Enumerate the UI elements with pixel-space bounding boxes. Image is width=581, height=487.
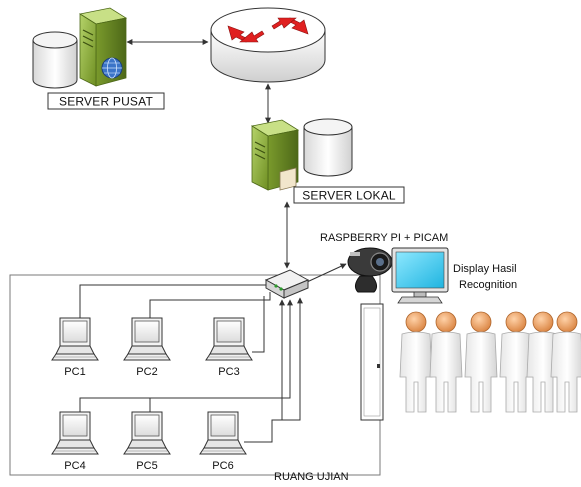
pc-3: PC3 — [205, 317, 253, 378]
globe-icon — [101, 57, 123, 79]
network-switch-icon — [264, 269, 310, 299]
person-icon — [399, 311, 433, 413]
ruang-ujian-label: RUANG UJIAN — [274, 471, 349, 483]
database-cylinder-icon — [303, 118, 353, 177]
raspberry-pi-label: RASPBERRY PI + PICAM — [320, 232, 448, 244]
door-icon — [360, 303, 384, 421]
person-icon — [429, 311, 463, 413]
pc-6: PC6 — [199, 411, 247, 472]
person-icon — [464, 311, 498, 413]
link-switch-camera — [306, 263, 347, 283]
people-queue — [399, 311, 581, 413]
server-pusat-label: SERVER PUSAT — [59, 95, 153, 109]
webcam-icon — [347, 247, 393, 293]
person-icon — [499, 311, 533, 413]
display-label-line1: Display Hasil — [453, 263, 517, 275]
server-lokal-group: SERVER LOKAL — [250, 118, 405, 204]
pc-label: PC6 — [212, 460, 233, 472]
pc-label: PC1 — [64, 366, 85, 378]
server-lokal-label: SERVER LOKAL — [302, 189, 396, 203]
pc-2: PC2 — [123, 317, 171, 378]
database-cylinder-icon — [32, 31, 78, 89]
person-icon — [550, 311, 581, 413]
monitor-icon — [391, 247, 449, 304]
pc-1: PC1 — [51, 317, 99, 378]
pc-wiring — [79, 284, 303, 443]
pc-label: PC3 — [218, 366, 239, 378]
pc-label: PC4 — [64, 460, 85, 472]
pc-label: PC5 — [136, 460, 157, 472]
display-label-line2: Recognition — [459, 279, 517, 291]
pc-label: PC2 — [136, 366, 157, 378]
pc-5: PC5 — [123, 411, 171, 472]
server-pusat-group: SERVER PUSAT — [32, 7, 165, 110]
router-icon — [210, 7, 326, 83]
pc-4: PC4 — [51, 411, 99, 472]
server-tower-icon — [250, 119, 300, 191]
pc-workstations: PC1 PC2 PC3 PC4 PC5 PC6 — [51, 317, 253, 472]
